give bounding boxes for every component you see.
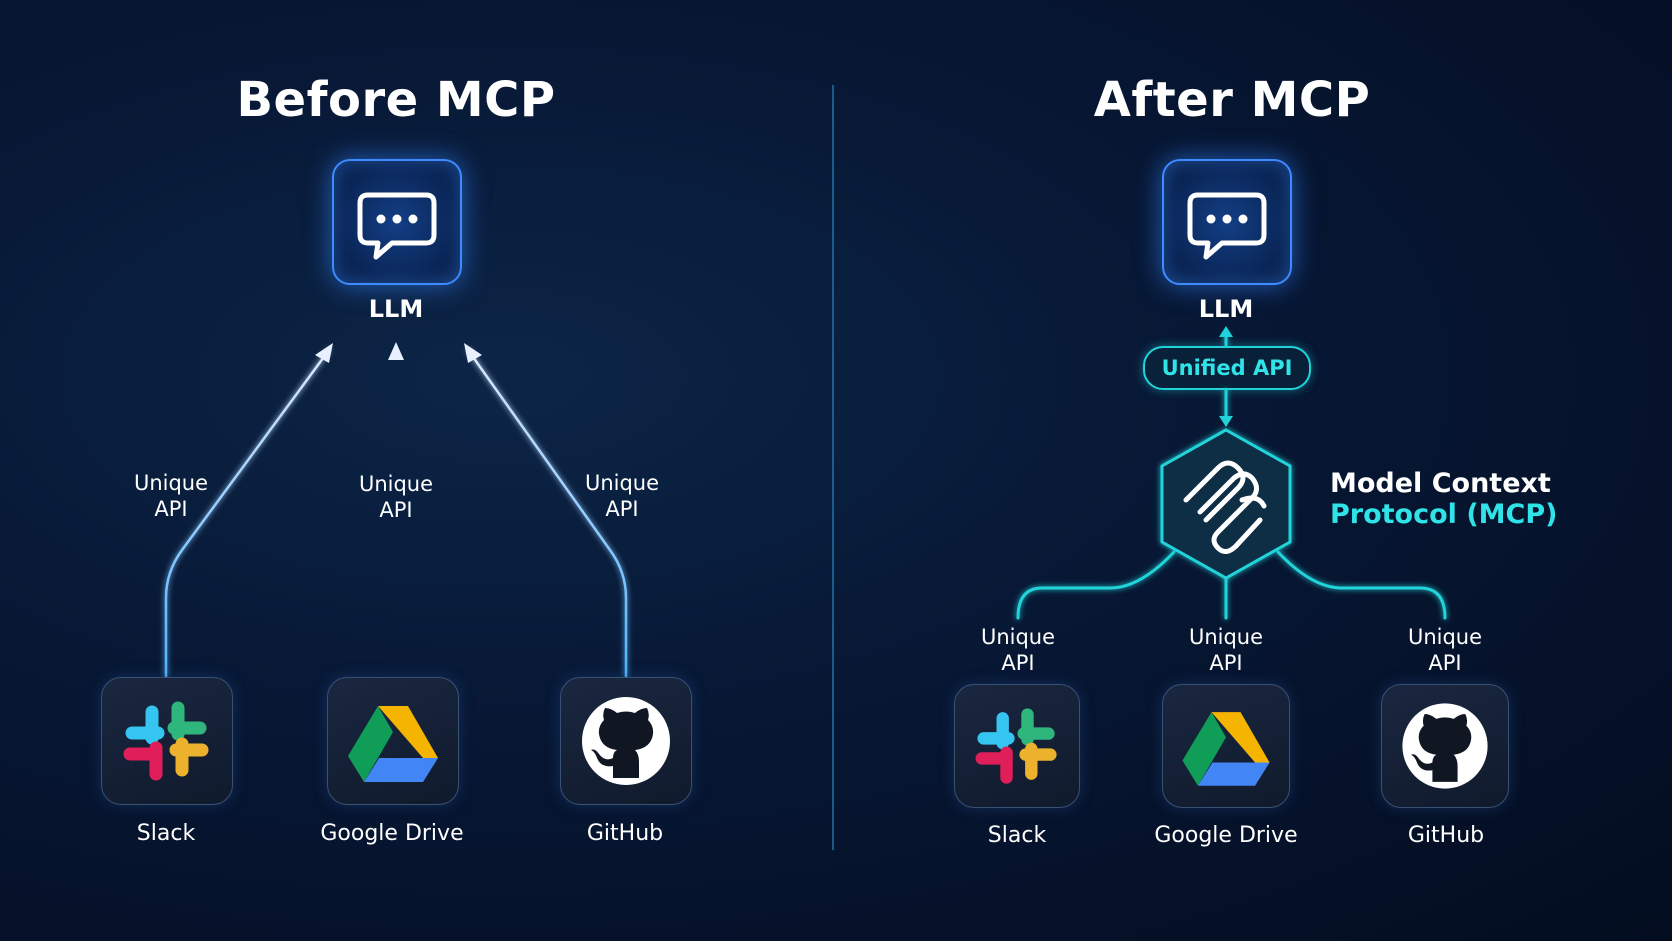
arrowheads [315,342,482,363]
app-label-github-after: GitHub [1407,823,1485,848]
line-mcp-to-github [1276,550,1447,620]
github-app-before [560,677,692,805]
before-title: Before MCP [236,72,556,128]
unified-api-badge: Unified API [1143,346,1311,390]
arrowheads-after [1219,326,1233,427]
google-drive-icon [1182,712,1270,786]
mcp-title: Model Context Protocol (MCP) [1330,468,1557,530]
after-title: After MCP [1093,72,1371,128]
chat-bubble-icon [1187,192,1267,260]
llm-node-before [332,159,462,285]
github-icon [1402,703,1488,789]
slack-icon [123,701,209,781]
mcp-logo-icon [1183,460,1267,554]
slack-icon [975,708,1057,784]
mcp-hexagon [1160,428,1292,580]
github-app-after [1381,684,1509,808]
line-mcp-to-slack [1016,550,1176,620]
app-label-slack-after: Slack [987,823,1047,848]
mcp-title-line1: Model Context [1330,468,1551,499]
github-icon [582,697,670,785]
google-drive-icon [348,706,438,782]
app-label-drive-after: Google Drive [1154,823,1298,848]
google-drive-app-before [327,677,459,805]
app-label-github-before: GitHub [586,821,664,846]
arrow-github-to-llm [466,348,628,678]
slack-app-after [954,684,1080,808]
llm-node-after [1162,159,1292,285]
slack-app-before [101,677,233,805]
app-label-slack-before: Slack [136,821,196,846]
chat-bubble-icon [357,192,437,260]
llm-label-before: LLM [368,295,424,323]
app-label-drive-before: Google Drive [320,821,464,846]
arrow-slack-to-llm [164,348,331,678]
google-drive-app-after [1162,684,1290,808]
mcp-title-line2: Protocol (MCP) [1330,499,1558,530]
llm-label-after: LLM [1198,295,1254,323]
